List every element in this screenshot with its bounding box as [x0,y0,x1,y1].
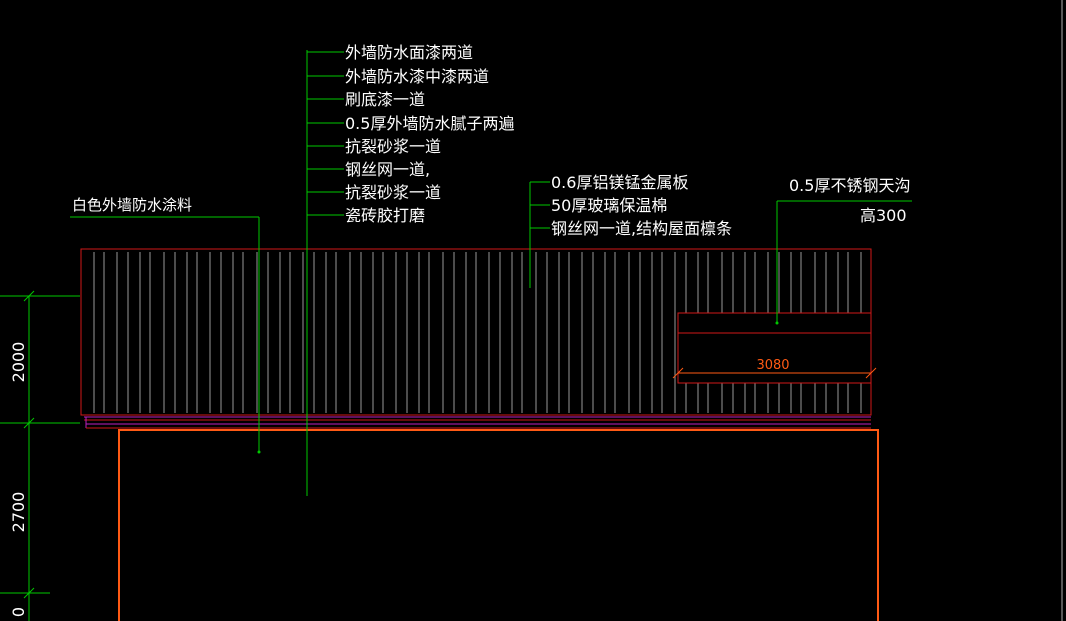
dimension-2000-label: 2000 [9,342,28,383]
gutter-box [677,312,872,384]
gutter-leader-dot [775,321,779,325]
door-frame [118,429,879,621]
dimension-3080-tick-left [672,367,684,379]
wall-layer-label: 外墙防水面漆两道 [345,43,473,62]
dimension-tick-bottom [23,587,35,599]
wall-layer-label: 抗裂砂浆一道 [345,137,441,156]
dimension-3080-label: 3080 [756,358,789,373]
roof-layer-label: 50厚玻璃保温棉 [551,196,667,215]
dimension-tick-mid [23,417,35,429]
wall-layer-label: 抗裂砂浆一道 [345,183,441,202]
dimension-tick-top [23,290,35,302]
gutter-label-line1: 0.5厚不锈钢天沟 [789,176,910,195]
wall-layer-label: 0.5厚外墙防水腻子两遍 [345,114,514,133]
coating-leader-dot [257,450,261,454]
wall-layer-label: 外墙防水漆中漆两道 [345,67,489,86]
wall-layer-label: 瓷砖胶打磨 [345,206,425,225]
roof-layer-label: 0.6厚铝镁锰金属板 [551,173,688,192]
cladding-stripes [93,252,862,413]
dimension-2700-label: 2700 [9,492,28,533]
gutter-label-line2: 高300 [860,206,907,225]
dimension-3080-tick-right [865,367,877,379]
wall-layer-label: 钢丝网一道, [345,160,430,179]
coating-label: 白色外墙防水涂料 [72,196,192,214]
dimension-0-label: 0 [9,607,28,617]
roof-layer-label: 钢丝网一道,结构屋面檩条 [551,219,732,238]
wall-layer-label: 刷底漆一道 [345,90,425,109]
